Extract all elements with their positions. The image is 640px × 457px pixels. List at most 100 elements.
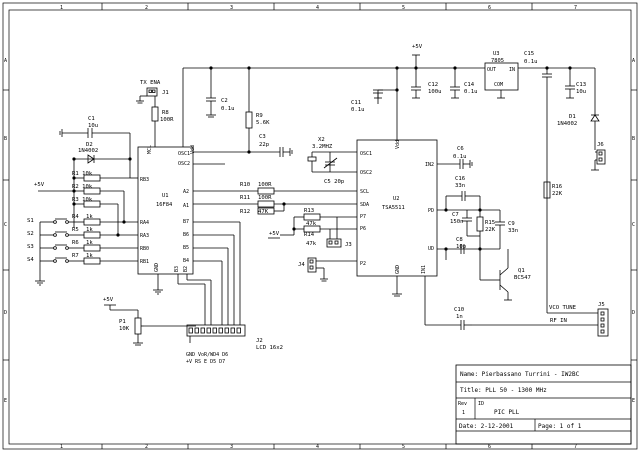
u1-pin-rb1: RB1 — [140, 259, 149, 265]
u2-power: C11 0.1u — [351, 68, 402, 297]
c2-ref: C2 — [221, 98, 228, 104]
c1-ref: C1 — [88, 116, 95, 122]
u1-power — [153, 68, 184, 295]
oscillator-section: R9 5.6K C3 22p — [193, 68, 293, 165]
col-label-2: 2 — [145, 5, 148, 11]
c15-value: 0.1u — [524, 59, 537, 65]
c13-ref: C13 — [576, 82, 586, 88]
u2-pin-gnd: GND — [395, 265, 401, 274]
u2-pin-p7: P7 — [360, 214, 366, 220]
title-block-page: Page: 1 of 1 — [538, 423, 582, 430]
j2-value: LCD 16x2 — [256, 345, 283, 351]
q1-value: BC547 — [514, 275, 531, 281]
j3-ref: J3 — [345, 242, 352, 248]
r15-ref: R15 — [485, 220, 495, 226]
i2c-resistors: R10 100R R11 100R R12 47K — [193, 182, 357, 215]
row-label-e: E — [4, 398, 7, 404]
u2-pin-ud: UD — [428, 246, 434, 252]
row-label-c-right: C — [632, 222, 635, 228]
contrast-pot-p1: +5V P1 10K — [103, 297, 196, 346]
d1-ref: D1 — [569, 114, 576, 120]
u1-pin-a1: A1 — [183, 203, 189, 209]
r14-ref: R14 — [304, 232, 315, 238]
title-block-rev-value: 1 — [462, 410, 465, 416]
r9-ref: R9 — [256, 113, 263, 119]
row-label-b: B — [4, 136, 7, 142]
rf-in-label: RF IN — [550, 318, 567, 324]
j1-ref: J1 — [162, 90, 169, 96]
r3-label: R3 10k — [72, 197, 93, 203]
u2-part: TSA5511 — [382, 205, 405, 211]
c11-ref: C11 — [351, 100, 361, 106]
col-label-6: 6 — [488, 5, 491, 11]
power-rail-5v: +5V — [183, 44, 595, 70]
row-label-d-right: D — [632, 310, 635, 316]
row-label-d: D — [4, 310, 7, 316]
vplus-mid-label: +5V — [269, 231, 280, 237]
u1-pin-osc2: OSC2 — [178, 161, 190, 167]
tx-enable-section: TX ENA J1 R8 100R — [136, 80, 174, 147]
c13-value: 10u — [576, 89, 586, 95]
switch-bank: +5V R1 10k R2 10k R3 10k R4 1k S1 R5 — [27, 159, 138, 286]
u3-pin-out: OUT — [487, 67, 496, 73]
c2-capacitor: C2 0.1u — [206, 68, 234, 118]
col-label-4-bottom: 4 — [316, 444, 319, 450]
col-label-7-bottom: 7 — [574, 444, 577, 450]
c3-ref: C3 — [259, 134, 266, 140]
j4-ref: J4 — [298, 262, 305, 268]
r2-label: R2 10k — [72, 184, 93, 190]
u1-pin-ra4: RA4 — [140, 220, 149, 226]
u2-pin-p2: P2 — [360, 261, 366, 267]
col-label-4: 4 — [316, 5, 319, 11]
j5-ref: J5 — [598, 302, 605, 308]
c9-ref: C9 — [508, 221, 515, 227]
r1-label: R1 10k — [72, 171, 93, 177]
u2-pin-vdd: Vdd — [395, 140, 401, 149]
c9-value: 33n — [508, 228, 518, 234]
s2-ref: S2 — [27, 231, 34, 237]
vco-tune-section: R16 22K VCO TUNE J5 RF IN — [472, 181, 609, 337]
r14-value: 47k — [306, 241, 317, 247]
u3-pin-in: IN — [509, 67, 515, 73]
c12-ref: C12 — [428, 82, 438, 88]
r4-ref: R4 — [72, 214, 79, 220]
col-label-5: 5 — [402, 5, 405, 11]
r6-value: 1k — [86, 240, 93, 246]
row-label-c: C — [4, 222, 7, 228]
r9-value: 5.6K — [256, 120, 270, 126]
r15-value: 22K — [485, 227, 496, 233]
col-label-7: 7 — [574, 5, 577, 11]
u3-part: 7805 — [491, 58, 504, 64]
u1-pin-rb3: RB3 — [140, 177, 149, 183]
r12-ref: R12 — [240, 209, 250, 215]
u1-pin-vdd: Vdd — [190, 145, 196, 154]
col-label-1-bottom: 1 — [60, 444, 63, 450]
u2-pin-in1: IN1 — [421, 265, 427, 274]
c10-value: 1n — [456, 314, 463, 320]
col-label-2-bottom: 2 — [145, 444, 148, 450]
u1-ref: U1 — [162, 193, 169, 199]
r7-value: 1k — [86, 253, 93, 259]
d1-value: 1N4002 — [557, 121, 577, 127]
u2-pin-in2: IN2 — [425, 162, 434, 168]
c3-value: 22p — [259, 142, 270, 148]
p1-value: 10K — [119, 326, 130, 332]
j6-ref: J6 — [597, 142, 604, 148]
u2-pin-osc2: OSC2 — [360, 170, 372, 176]
u1-part: 16F84 — [156, 202, 172, 208]
q1-ref: Q1 — [518, 268, 525, 274]
u2-pin-p6: P6 — [360, 226, 366, 232]
c10-ref: C10 — [454, 307, 464, 313]
x2-value: 3.2MHZ — [312, 144, 333, 150]
lcd-pins-top: GND VoR/WD4 D6 — [186, 352, 228, 358]
title-block-id-value: PIC PLL — [494, 409, 520, 416]
c16-value: 33n — [455, 183, 465, 189]
u1-pin-b4: B4 — [183, 258, 189, 264]
u1-pin-gnd: GND — [154, 263, 160, 272]
crystal-x2: X2 3.2MHZ C5 20p — [307, 137, 357, 185]
u2-pin-scl: SCL — [360, 189, 369, 195]
c6-value: 0.1u — [453, 154, 466, 160]
r12-value: 47K — [258, 209, 269, 215]
c8-ref: C8 — [456, 237, 463, 243]
c7-value: 150n — [450, 219, 463, 225]
